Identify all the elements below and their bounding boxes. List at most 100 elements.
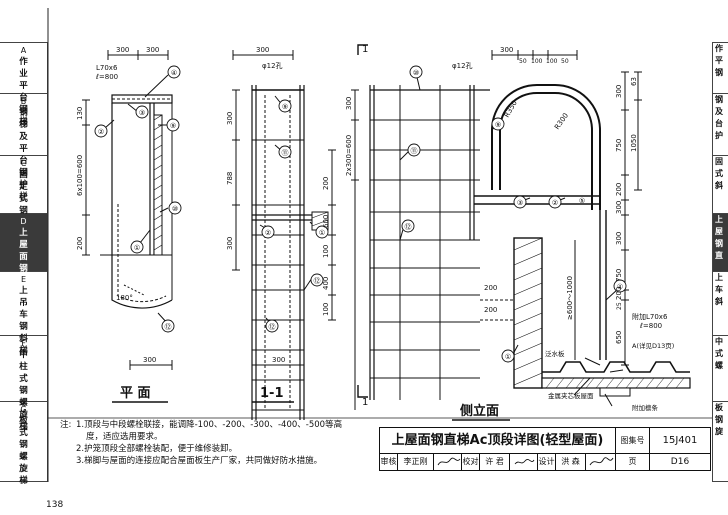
purlin-label: 附加檩条 bbox=[632, 403, 659, 412]
notes-heading: 注: bbox=[60, 420, 72, 430]
callout-9: ⑨ bbox=[495, 121, 501, 129]
angle-length: ℓ=800 bbox=[639, 322, 662, 330]
callout-4: ④ bbox=[171, 69, 177, 77]
dim-text: 300 bbox=[615, 85, 623, 98]
callout-2: ② bbox=[98, 128, 104, 136]
dimension-labels: 300 300 L70x6 ℓ=800 130 6x100=600 200 30… bbox=[76, 44, 674, 412]
dim-text: 400 bbox=[322, 277, 330, 290]
callout-9: ⑨ bbox=[282, 103, 288, 111]
dim-text: 50 bbox=[519, 58, 527, 65]
angle-label: L70x6 bbox=[96, 64, 118, 72]
dim-text: 600 bbox=[322, 215, 330, 228]
dim-text: 6x100=600 bbox=[76, 155, 84, 196]
dim-text: 200 bbox=[76, 237, 84, 250]
designer-name: 洪 森 bbox=[556, 454, 586, 470]
designer-signature bbox=[586, 454, 616, 470]
callout-9: ⑨ bbox=[170, 122, 176, 130]
right-tab: 板钢旋 bbox=[712, 402, 728, 482]
view-titles: 平 面 1-1 侧立面 bbox=[112, 386, 510, 421]
dim-text: 300 bbox=[615, 201, 623, 214]
drawing-title: 上屋面钢直梯Ac顶段详图(轻型屋面) bbox=[380, 428, 616, 454]
section-mark-label: 1 bbox=[362, 397, 368, 408]
dim-text: 200 bbox=[322, 177, 330, 190]
callout-4: ④ bbox=[617, 283, 623, 291]
hole-label: φ12孔 bbox=[262, 62, 283, 70]
page-number: 138 bbox=[46, 500, 64, 510]
side-elevation bbox=[351, 50, 691, 410]
callout-1: ① bbox=[319, 229, 325, 237]
angle-label: 附加L70x6 bbox=[632, 312, 668, 321]
callout-3: ③ bbox=[139, 109, 145, 117]
radius-label: R350 bbox=[503, 99, 519, 119]
sidebar-item-letter: C bbox=[20, 159, 27, 168]
reviewer-name: 李正刚 bbox=[398, 454, 434, 470]
atlas-number: 15J401 bbox=[650, 428, 710, 454]
checker-name: 许 君 bbox=[480, 454, 510, 470]
dim-text: 300 bbox=[345, 97, 353, 110]
vertical-dim: ≥600～1000 bbox=[566, 276, 574, 320]
section-mark-label: 1 bbox=[362, 44, 368, 55]
sidebar-item-label: 板式钢螺旋梯 bbox=[19, 416, 28, 486]
callout-11: ⑪ bbox=[411, 147, 418, 155]
dim-text: 200 bbox=[615, 287, 623, 300]
callout-12: ⑫ bbox=[405, 223, 412, 231]
callout-12: ⑫ bbox=[165, 323, 172, 331]
sidebar-item-b[interactable]: B 钢梯及平台钢护栏 bbox=[0, 94, 48, 202]
callout-2: ② bbox=[265, 229, 271, 237]
dim-text: 300 bbox=[272, 356, 285, 364]
callout-2: ② bbox=[552, 199, 558, 207]
note-line: 2.护笼顶段全部螺栓装配，便于维修装卸。 bbox=[76, 444, 238, 454]
sidebar-item-label: 上吊车钢斜梯 bbox=[19, 286, 28, 356]
section-callouts bbox=[261, 99, 329, 333]
title-block: 上屋面钢直梯Ac顶段详图(轻型屋面) 图集号 15J401 审核 李正刚 校对 … bbox=[379, 427, 711, 471]
dim-text: 100 bbox=[531, 58, 543, 65]
dim-text: 300 bbox=[226, 237, 234, 250]
dim-text: 650 bbox=[615, 331, 623, 344]
section-title: 1-1 bbox=[260, 386, 284, 401]
sidebar-item-d[interactable]: D 上屋面钢直梯 bbox=[0, 214, 48, 298]
sidebar-item-letter: E bbox=[20, 275, 27, 284]
dim-text: 1050 bbox=[630, 134, 638, 152]
right-tab: 上屋钢直 bbox=[712, 214, 728, 272]
dim-text: 300 bbox=[256, 46, 269, 54]
dim-text: 100 bbox=[322, 245, 330, 258]
sidebar-item-letter: F bbox=[21, 339, 26, 348]
dim-text: 200 bbox=[615, 183, 623, 196]
sidebar-item-label: 中柱式钢螺旋梯 bbox=[19, 350, 28, 432]
sidebar-item-letter: A bbox=[20, 46, 27, 55]
right-tab: 中式螺 bbox=[712, 336, 728, 402]
checker-signature bbox=[510, 454, 538, 470]
sidebar-item-letter: D bbox=[20, 217, 27, 226]
right-tab: 固式斜 bbox=[712, 156, 728, 214]
callout-3: ③ bbox=[517, 199, 523, 207]
roof-panel-label: 金属夹芯板屋面 bbox=[548, 391, 594, 400]
note-line: 度，适应选用要求。 bbox=[86, 432, 163, 442]
next-page-tabs: 作平钢 钢及台护 固式斜 上屋钢直 上车斜 中式螺 板钢旋 bbox=[712, 42, 728, 482]
note-line: 3.梯脚与屋面的连接应配合屋面板生产厂家，共同做好防水措施。 bbox=[76, 456, 323, 466]
callout-1: ① bbox=[134, 244, 140, 252]
right-tab: 作平钢 bbox=[712, 42, 728, 94]
design-label: 设计 bbox=[538, 454, 556, 470]
dim-text: 750 bbox=[615, 269, 623, 282]
radius-label: R300 bbox=[553, 112, 570, 132]
page-code: D16 bbox=[670, 457, 690, 467]
plan-callouts bbox=[94, 65, 182, 333]
dim-text: 300 bbox=[143, 356, 156, 364]
dim-text: 100 bbox=[546, 58, 558, 65]
callout-11: ⑪ bbox=[282, 149, 289, 157]
page-label: 页 bbox=[616, 454, 650, 470]
dim-text: 200 bbox=[484, 284, 497, 292]
dim-text: 130 bbox=[76, 107, 84, 120]
detail-reference: A(详见D13页) bbox=[632, 341, 674, 350]
callout-10: ⑩ bbox=[172, 205, 178, 213]
dim-text: 300 bbox=[116, 46, 129, 54]
angle-length: ℓ=800 bbox=[95, 73, 118, 81]
callout-1: ① bbox=[505, 353, 511, 361]
review-label: 审核 bbox=[380, 454, 398, 470]
angle-note: 180° bbox=[116, 294, 133, 302]
dim-text: 50 bbox=[561, 58, 569, 65]
dim-text: 200 bbox=[484, 306, 497, 314]
plan-title: 平 面 bbox=[120, 386, 151, 401]
callout-12: ⑫ bbox=[269, 323, 276, 331]
